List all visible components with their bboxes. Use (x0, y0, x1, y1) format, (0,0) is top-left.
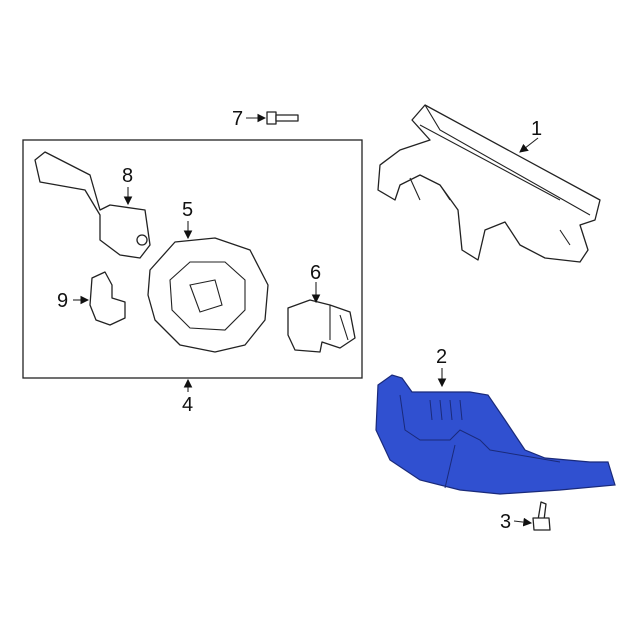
assembly-group-box (22, 139, 363, 379)
callout-9: 9 (57, 290, 69, 312)
callout-6: 6 (310, 262, 322, 284)
part-8-lever-switch[interactable] (34, 151, 151, 259)
callout-5: 5 (182, 199, 194, 221)
callout-3: 3 (500, 511, 512, 533)
callout-2: 2 (436, 346, 448, 368)
part-6-switch[interactable] (287, 299, 356, 353)
part-3-bolt[interactable] (532, 501, 551, 531)
callout-7: 7 (232, 108, 244, 130)
callout-8: 8 (122, 165, 134, 187)
part-5-clockspring[interactable] (147, 237, 269, 353)
callout-4: 4 (182, 394, 194, 416)
part-9-switch[interactable] (89, 271, 126, 326)
part-2-lower-shroud[interactable] (375, 374, 616, 495)
part-1-upper-shroud[interactable] (377, 104, 601, 263)
part-7-screw[interactable] (266, 111, 299, 125)
callout-1: 1 (531, 118, 543, 140)
